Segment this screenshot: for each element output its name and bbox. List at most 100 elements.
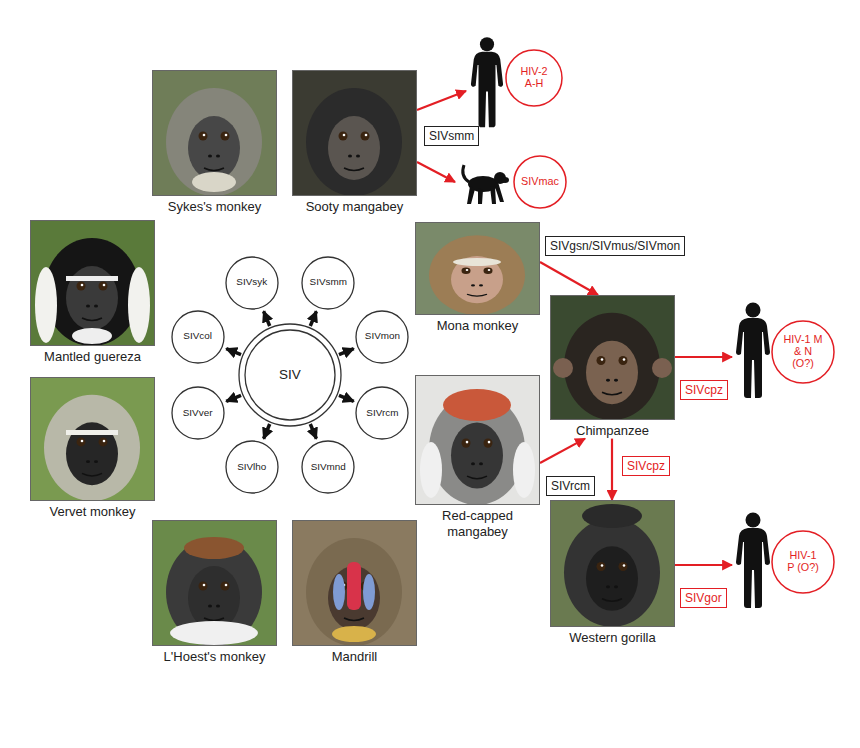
throat-patch [192, 172, 236, 192]
virus-label: SIVsmm [429, 128, 474, 144]
monkey-face [415, 222, 540, 315]
mantle [128, 267, 150, 343]
virus-box: SIVsmm [424, 126, 479, 146]
photo-frame [415, 222, 540, 315]
species-photo: Mantled guereza [30, 220, 155, 365]
circle-outline [226, 257, 278, 309]
collar [420, 442, 442, 498]
circle-outline [172, 387, 224, 439]
virus-box: SIVcpz [622, 456, 670, 476]
collar [513, 442, 535, 498]
virus-name: SIVsmm [310, 277, 347, 288]
circle-label: SIVmac [513, 155, 567, 209]
photo-frame [550, 295, 675, 420]
ape-face [550, 295, 675, 420]
sykes-photo [152, 70, 277, 196]
circle-outline [302, 257, 354, 309]
transmission-arrow [417, 91, 466, 110]
ear [652, 358, 672, 378]
transmission-arrow [540, 262, 598, 295]
brow-band [66, 430, 118, 435]
beard [72, 328, 112, 344]
species-name: L'Hoest's monkey [132, 649, 297, 665]
species-photo: Mona monkey [415, 222, 540, 334]
siv-circle: SIVcol [171, 310, 225, 364]
circle-outline [772, 321, 834, 383]
circle-label: HIV-1 P (O?) [771, 530, 835, 594]
species-name: Chimpanzee [530, 423, 695, 439]
lhoest-photo [152, 520, 277, 646]
species-photo: Red-capped mangabey [415, 375, 540, 539]
guereza-photo [30, 220, 155, 346]
circle-outline [302, 441, 354, 493]
species-name: Red-capped mangabey [428, 508, 528, 539]
virus-name: SIVrcm [366, 408, 398, 419]
transmission-arrow [675, 356, 732, 358]
diversification-arrow [226, 349, 241, 355]
mandrill-photo [292, 520, 417, 646]
circle-label: SIVver [171, 386, 225, 440]
brow-band [66, 276, 118, 281]
monkey-face [415, 375, 540, 505]
host-infection: SIVmac [455, 152, 567, 212]
transmission-arrow [675, 564, 732, 566]
monkey-face [152, 70, 277, 196]
photo-frame [550, 500, 675, 627]
infection-circle: HIV-1 P (O?) [771, 530, 835, 594]
species-name: Vervet monkey [10, 504, 175, 520]
virus-name: SIVmon [365, 331, 400, 342]
chimpanzee-photo [550, 295, 675, 420]
diversification-arrow [339, 349, 354, 355]
species-name: Mandrill [272, 649, 437, 665]
virus-name: SIV [279, 368, 301, 383]
virus-name: SIVsyk [236, 277, 267, 288]
monkey-face [152, 520, 277, 646]
infection-name: HIV-2 A-H [517, 66, 551, 90]
diversification-arrow [226, 395, 241, 401]
circle-label: SIVsyk [225, 256, 279, 310]
siv-circle: SIVver [171, 386, 225, 440]
species-name: Western gorilla [530, 630, 695, 646]
siv-circle: SIVsyk [225, 256, 279, 310]
species-photo: Western gorilla [550, 500, 675, 646]
infection-circle: HIV-2 A-H [505, 49, 563, 107]
virus-box: SIVrcm [546, 476, 595, 496]
blue-ridge [363, 574, 375, 610]
virus-name: SIVcol [183, 331, 212, 342]
photo-frame [152, 520, 277, 646]
infection-name: SIVmac [516, 176, 564, 188]
diversification-arrow [310, 424, 316, 439]
virus-name: SIVmnd [311, 462, 346, 473]
siv-hub: SIV [238, 323, 342, 427]
circle-label: SIVcol [171, 310, 225, 364]
cap [184, 537, 244, 559]
photo-frame [30, 220, 155, 346]
circle-label: SIVrcm [355, 386, 409, 440]
monkey-face [292, 70, 417, 196]
virus-label: SIVrcm [551, 478, 590, 494]
diversification-arrow [310, 311, 316, 326]
infection-name: HIV-1 M & N (O?) [783, 334, 823, 370]
ruff [170, 621, 258, 645]
circle-label: SIVlho [225, 440, 279, 494]
species-name: Sooty mangabey [272, 199, 437, 215]
circle-label: SIVmnd [301, 440, 355, 494]
siv-circle: SIVsmm [301, 256, 355, 310]
diversification-arrow [264, 424, 270, 439]
species-name: Mantled guereza [10, 349, 175, 365]
host-infection: HIV-2 A-H [466, 36, 563, 132]
crest [582, 504, 642, 528]
virus-box: SIVcpz [680, 380, 728, 400]
mantle [35, 267, 57, 343]
circle-outline [226, 441, 278, 493]
beard [332, 626, 376, 642]
monkey-face [292, 520, 417, 646]
species-photo: Chimpanzee [550, 295, 675, 439]
circle-label: SIVmon [355, 310, 409, 364]
virus-label: SIVcpz [627, 458, 665, 474]
ear [553, 358, 573, 378]
circle-outline [514, 156, 566, 208]
virus-name: SIVver [183, 408, 213, 419]
